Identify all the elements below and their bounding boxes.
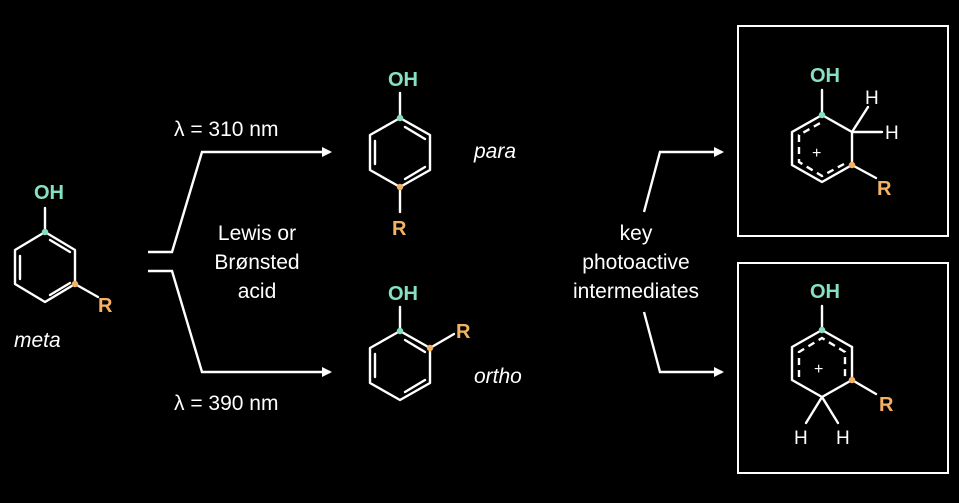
delocalized-cation	[797, 120, 845, 178]
benzene-ring	[368, 116, 432, 189]
h-label-2: H	[885, 123, 899, 144]
protonated-intermediate-bottom: OH R H H +	[790, 281, 894, 449]
r-label-int-top: R	[877, 178, 892, 200]
oh-label-int-bottom: OH	[810, 281, 840, 303]
oh-label-para: OH	[388, 69, 418, 91]
meta-label: meta	[14, 329, 61, 352]
top-condition-label: λ = 310 nm	[174, 118, 278, 141]
sp3-carbon-bond	[820, 113, 854, 134]
key-label-line1: key	[620, 222, 653, 245]
arrow-to-para	[148, 147, 332, 254]
arrow-to-ortho	[148, 269, 332, 377]
ortho-phenol-structure: OH R ortho	[368, 283, 522, 402]
intermediate-box-top	[737, 25, 949, 237]
r-label-ortho: R	[456, 321, 471, 343]
para-label: para	[473, 140, 516, 163]
delocalized-cation	[797, 336, 847, 377]
para-phenol-structure: OH R para	[368, 69, 516, 240]
arrow-to-bottom-intermediate	[642, 311, 724, 377]
protonated-intermediate-top: OH H H R +	[790, 65, 899, 200]
oh-label-meta: OH	[34, 182, 64, 204]
branch-arrows	[148, 147, 332, 377]
key-label-line3: intermediates	[573, 280, 699, 303]
acid-label-line1: Lewis or	[218, 222, 296, 245]
key-label-line2: photoactive	[582, 251, 689, 274]
bottom-condition-label: λ = 390 nm	[174, 392, 278, 415]
acid-label-line3: acid	[238, 280, 277, 303]
h-label-1: H	[865, 88, 879, 109]
oh-label-int-top: OH	[810, 65, 840, 87]
benzene-ring	[13, 230, 77, 304]
intermediate-box-bottom	[737, 262, 949, 474]
h-label-3: H	[794, 428, 808, 449]
ortho-label: ortho	[474, 365, 522, 388]
acid-label-line2: Brønsted	[214, 251, 299, 274]
r-label-int-bottom: R	[879, 394, 894, 416]
h-label-4: H	[836, 428, 850, 449]
oh-label-ortho: OH	[388, 283, 418, 305]
meta-phenol-structure: OH R meta	[13, 182, 113, 352]
benzene-ring	[368, 329, 432, 402]
r-label-para: R	[392, 218, 407, 240]
cation-charge: +	[812, 145, 821, 162]
c-r-bond	[428, 332, 456, 350]
arrow-to-top-intermediate	[642, 147, 724, 213]
c-r-bond	[73, 282, 100, 299]
r-label-meta: R	[98, 295, 113, 317]
cation-charge: +	[814, 361, 823, 378]
